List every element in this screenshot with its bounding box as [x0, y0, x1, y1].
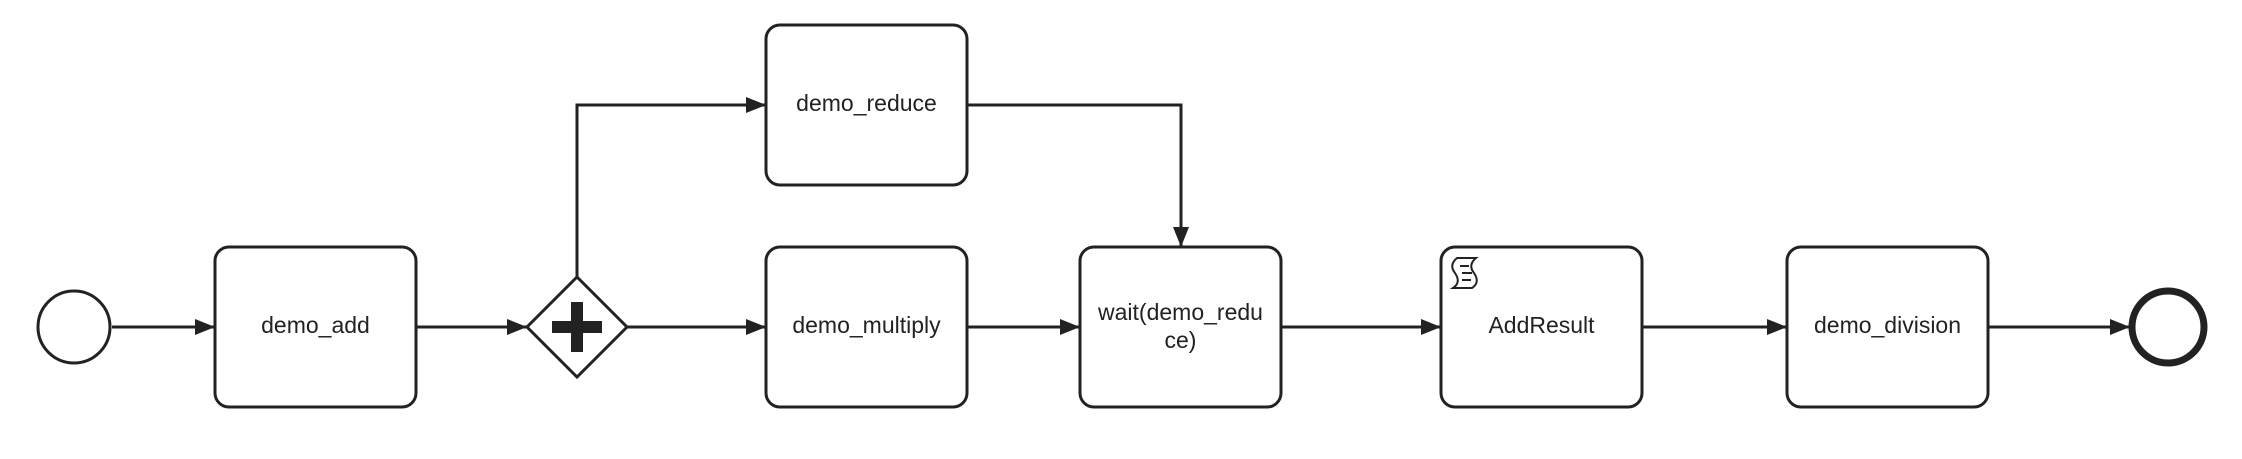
- sequence-flows: [112, 97, 2130, 335]
- end-event[interactable]: [2128, 287, 2208, 367]
- task-label-line-2: ce): [1165, 327, 1197, 353]
- script-icon: [1449, 257, 1479, 289]
- task-demo-add[interactable]: demo_add: [213, 245, 418, 409]
- task-demo-division[interactable]: demo_division: [1785, 245, 1990, 409]
- plus-icon: [552, 302, 602, 352]
- start-event[interactable]: [36, 289, 112, 365]
- task-label: demo_multiply: [792, 312, 941, 338]
- task-label: demo_division: [1814, 312, 1961, 338]
- task-label: AddResult: [1488, 312, 1595, 338]
- task-demo-reduce[interactable]: demo_reduce: [764, 23, 969, 187]
- task-label-line-1: wait(demo_redu: [1097, 299, 1263, 325]
- parallel-gateway[interactable]: [524, 274, 630, 380]
- flow-demo-reduce-to-wait[interactable]: [967, 103, 1189, 247]
- task-label: demo_add: [261, 312, 370, 338]
- task-addresult[interactable]: AddResult: [1439, 245, 1644, 409]
- task-wait-demo-reduce[interactable]: wait(demo_redu ce): [1078, 245, 1283, 409]
- flow-gateway-to-demo-reduce[interactable]: [575, 97, 766, 277]
- task-label: demo_reduce: [796, 90, 937, 116]
- task-demo-multiply[interactable]: demo_multiply: [764, 245, 969, 409]
